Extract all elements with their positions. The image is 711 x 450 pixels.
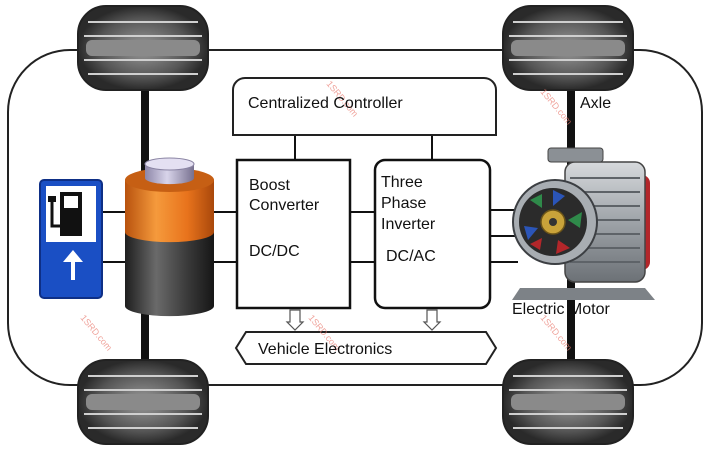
chassis-outline [7,49,703,386]
axle-label: Axle [580,95,611,112]
wheel-icon [502,5,634,91]
hollow-arrows [285,309,442,331]
wheel-icon [502,359,634,445]
charging-station-icon [39,179,103,299]
vehicle-electronics-label: Vehicle Electronics [258,341,392,358]
wheel-icon [77,359,209,445]
boost-label-line2: Converter [249,197,320,214]
controller-block [232,77,497,136]
wiring [102,135,518,263]
wheel-icon [77,5,209,91]
boost-label-line1: Boost [249,177,290,194]
controller-label: Centralized Controller [248,95,403,112]
battery-icon [125,157,214,317]
electric-motor-icon [512,147,655,300]
boost-dcdc-label: DC/DC [249,243,300,260]
inverter-block [373,158,492,310]
electric-motor-label: Electric Motor [512,301,610,318]
inverter-label-line1: Three [381,174,423,191]
boost-converter-block [235,158,352,310]
inverter-dcac-label: DC/AC [386,248,436,265]
inverter-label-line3: Inverter [381,216,436,233]
vehicle-electronics-block [234,331,498,365]
svg-text:1SRD.com: 1SRD.com [78,313,114,353]
inverter-label-line2: Phase [381,195,426,212]
